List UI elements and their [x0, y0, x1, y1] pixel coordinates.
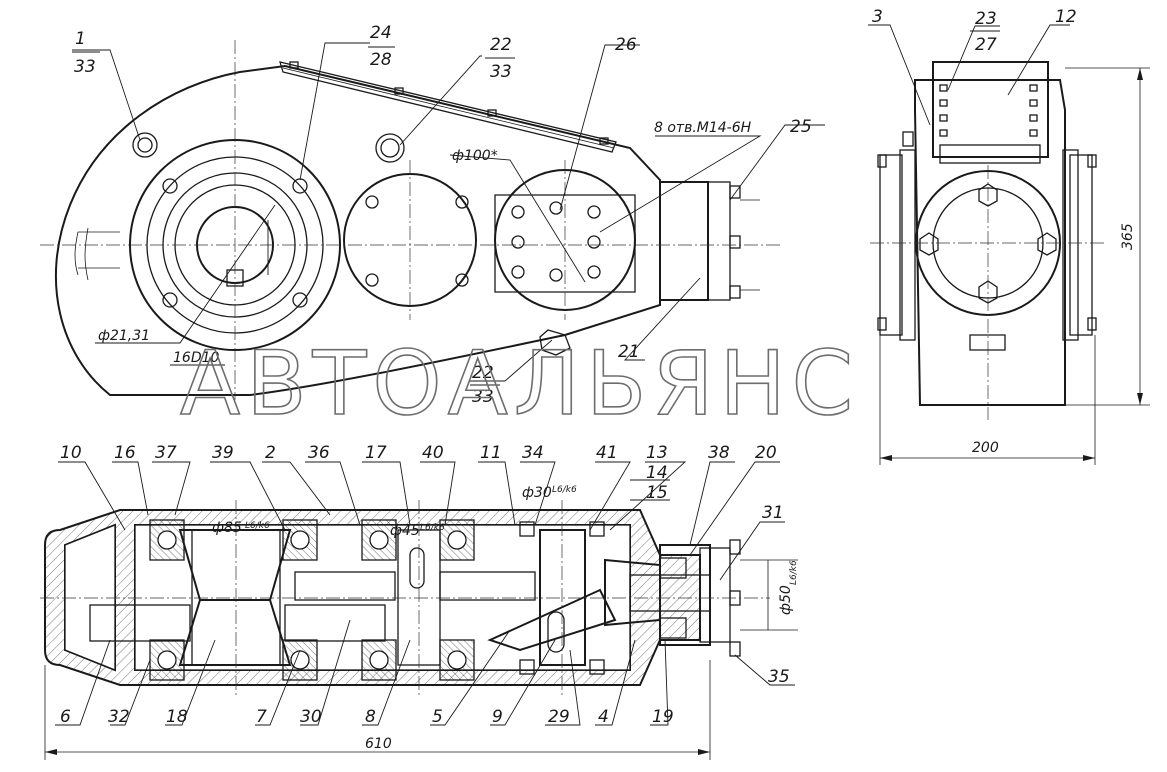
label-33-bottom: 33	[472, 387, 494, 407]
label-9: 9	[492, 707, 503, 727]
label-1: 1	[75, 29, 86, 49]
cover-bolts	[289, 61, 609, 145]
label-13: 13	[646, 443, 668, 463]
top-view: 1 33 24 28 22 33 26 8 отв.М14-6Н 25 ф100…	[40, 23, 825, 407]
housing-outline	[54, 64, 661, 396]
label-5: 5	[432, 707, 443, 727]
watermark: АВТОАЛЬЯНС	[180, 332, 859, 435]
label-4: 4	[598, 707, 609, 727]
dim-d45-tol: L6/k6	[420, 523, 445, 533]
label-18: 18	[166, 707, 188, 727]
label-25: 25	[790, 117, 812, 137]
label-31: 31	[762, 503, 784, 523]
section-view: 10 16 37 39 2 36 17 40 11 34 41 13 14 15…	[40, 443, 799, 760]
label-2: 2	[265, 443, 276, 463]
label-26: 26	[615, 35, 637, 55]
label-holes: 8 отв.М14-6Н	[654, 120, 752, 136]
side-top-cover	[932, 61, 1049, 158]
dim-365: 365	[1120, 223, 1136, 250]
label-40: 40	[422, 443, 444, 463]
dim-d85-tol: L6/k6	[245, 521, 270, 531]
label-d2131: ф21,31	[98, 328, 150, 344]
label-22-bottom: 22	[472, 363, 494, 383]
label-36: 36	[308, 443, 330, 463]
dim-d30-tol: L6/k6	[552, 485, 577, 495]
label-29: 29	[548, 707, 570, 727]
label-20: 20	[755, 443, 777, 463]
label-38: 38	[708, 443, 730, 463]
top-cover-plate	[279, 61, 617, 153]
label-30: 30	[300, 707, 322, 727]
label-33: 33	[74, 57, 96, 77]
dim-d85: ф85	[212, 520, 242, 536]
label-22-top: 22	[490, 35, 512, 55]
label-17: 17	[365, 443, 387, 463]
dim-d30: ф30	[522, 485, 552, 501]
label-8: 8	[365, 707, 376, 727]
label-41: 41	[596, 443, 618, 463]
label-16: 16	[114, 443, 136, 463]
label-37: 37	[155, 443, 177, 463]
label-24: 24	[370, 23, 392, 43]
label-12: 12	[1055, 7, 1077, 27]
input-housing	[659, 181, 709, 301]
plug-22	[375, 133, 405, 163]
plug-1	[132, 132, 158, 158]
label-23: 23	[975, 9, 997, 29]
dim-200: 200	[972, 440, 999, 456]
section-bearings	[149, 519, 475, 681]
label-32: 32	[108, 707, 130, 727]
input-bolts	[729, 185, 741, 299]
label-11: 11	[480, 443, 502, 463]
label-14: 14	[646, 463, 668, 483]
dim-d45: ф45	[390, 523, 420, 539]
label-3: 3	[872, 7, 883, 27]
label-15: 15	[646, 483, 668, 503]
label-19: 19	[652, 707, 674, 727]
label-34: 34	[522, 443, 544, 463]
label-6: 6	[60, 707, 71, 727]
label-27: 27	[975, 35, 997, 55]
label-16d10: 16D10	[173, 350, 220, 366]
flange-bolts	[162, 178, 308, 308]
dim-610: 610	[365, 736, 392, 752]
label-21: 21	[618, 342, 640, 362]
label-35: 35	[768, 667, 790, 687]
dim-d50: ф50	[778, 585, 794, 615]
label-33-top: 33	[490, 62, 512, 82]
label-10: 10	[60, 443, 82, 463]
label-d100: ф100*	[452, 148, 498, 164]
label-7: 7	[256, 707, 267, 727]
dim-d50-tol: L6/k6	[789, 560, 799, 585]
side-view: 3 23 27 12 365 200	[868, 7, 1150, 465]
label-28: 28	[370, 50, 392, 70]
drain-plug	[539, 329, 571, 356]
label-39: 39	[212, 443, 234, 463]
